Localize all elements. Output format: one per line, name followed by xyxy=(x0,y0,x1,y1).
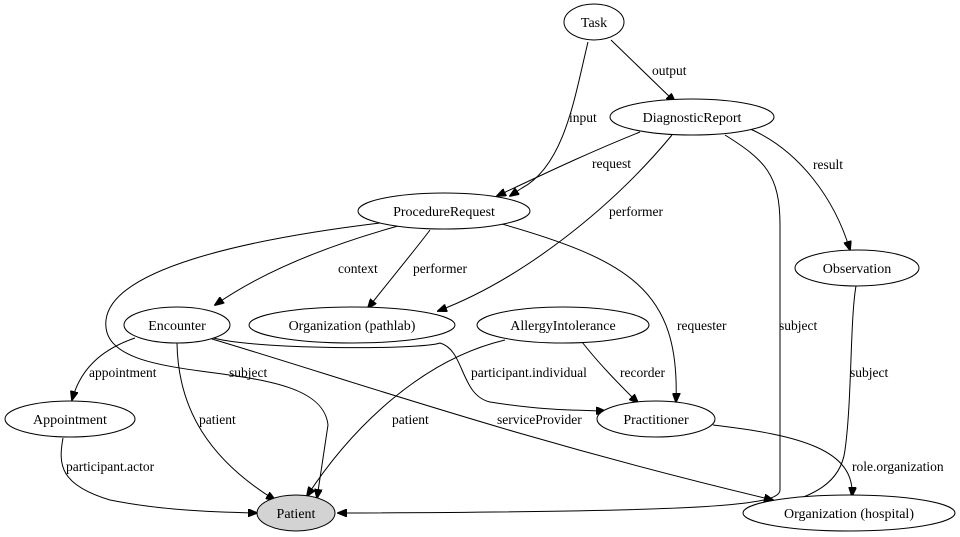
label-enc-service-provider: serviceProvider xyxy=(497,412,582,427)
node-appointment[interactable]: Appointment xyxy=(4,400,136,438)
node-appointment-label: Appointment xyxy=(33,413,107,428)
edge-task-output xyxy=(610,39,675,102)
edge-appt-participant xyxy=(60,437,257,513)
edge-pr-performer xyxy=(368,229,431,308)
edges xyxy=(60,39,856,513)
edge-enc-patient xyxy=(176,342,275,500)
label-pr-performer: performer xyxy=(413,261,467,276)
label-pr-context: context xyxy=(338,261,378,276)
label-ai-recorder: recorder xyxy=(620,365,665,380)
edge-pr-subject xyxy=(105,222,381,498)
label-obs-subject: subject xyxy=(850,365,888,380)
nodes: Task DiagnosticReport ProcedureRequest O… xyxy=(4,3,956,532)
node-procedure-request[interactable]: ProcedureRequest xyxy=(357,192,531,230)
edge-dr-performer xyxy=(438,134,673,311)
edge-dr-result xyxy=(747,127,850,250)
edge-labels: output input request performer result su… xyxy=(66,63,944,474)
edge-enc-participant xyxy=(209,336,605,411)
node-task[interactable]: Task xyxy=(563,3,625,41)
node-practitioner-label: Practitioner xyxy=(623,413,689,428)
node-organization-hospital-label: Organization (hospital) xyxy=(784,507,914,522)
node-encounter-label: Encounter xyxy=(148,319,206,334)
node-patient[interactable]: Patient xyxy=(256,494,336,532)
label-dr-request: request xyxy=(592,156,631,171)
label-enc-appointment: appointment xyxy=(89,365,157,380)
edge-ai-patient xyxy=(307,339,506,496)
label-task-output: output xyxy=(652,63,687,78)
edge-enc-appointment xyxy=(72,337,136,400)
edge-pr-requester xyxy=(494,221,676,402)
label-task-input: input xyxy=(569,110,597,125)
edge-pract-role-org xyxy=(712,424,852,496)
label-pr-requester: requester xyxy=(677,318,727,333)
label-enc-patient: patient xyxy=(199,412,236,427)
node-encounter[interactable]: Encounter xyxy=(123,306,231,344)
node-diagnostic-report[interactable]: DiagnosticReport xyxy=(609,98,775,136)
label-pr-subject: subject xyxy=(229,365,267,380)
node-observation-label: Observation xyxy=(823,262,891,277)
node-procedure-request-label: ProcedureRequest xyxy=(393,205,495,220)
label-enc-participant: participant.individual xyxy=(471,365,587,380)
label-ai-patient: patient xyxy=(392,412,429,427)
label-dr-subject: subject xyxy=(779,318,817,333)
node-task-label: Task xyxy=(581,16,607,31)
label-dr-performer: performer xyxy=(609,204,663,219)
label-appt-participant: participant.actor xyxy=(66,459,155,474)
node-patient-label: Patient xyxy=(277,507,316,522)
node-organization-hospital[interactable]: Organization (hospital) xyxy=(742,494,956,532)
label-pract-role-org: role.organization xyxy=(852,459,944,474)
node-diagnostic-report-label: DiagnosticReport xyxy=(643,111,742,126)
node-allergy-intolerance-label: AllergyIntolerance xyxy=(510,319,615,334)
edge-task-input xyxy=(510,41,589,196)
edge-enc-service-provider xyxy=(211,338,773,500)
node-observation[interactable]: Observation xyxy=(794,249,920,287)
edge-pr-context xyxy=(215,225,399,305)
node-allergy-intolerance[interactable]: AllergyIntolerance xyxy=(476,306,650,344)
label-dr-result: result xyxy=(813,157,843,172)
node-organization-pathlab[interactable]: Organization (pathlab) xyxy=(248,306,456,344)
edge-ai-recorder xyxy=(581,341,638,403)
edge-dr-request xyxy=(497,131,641,196)
node-organization-pathlab-label: Organization (pathlab) xyxy=(289,319,416,334)
node-practitioner[interactable]: Practitioner xyxy=(596,400,716,438)
